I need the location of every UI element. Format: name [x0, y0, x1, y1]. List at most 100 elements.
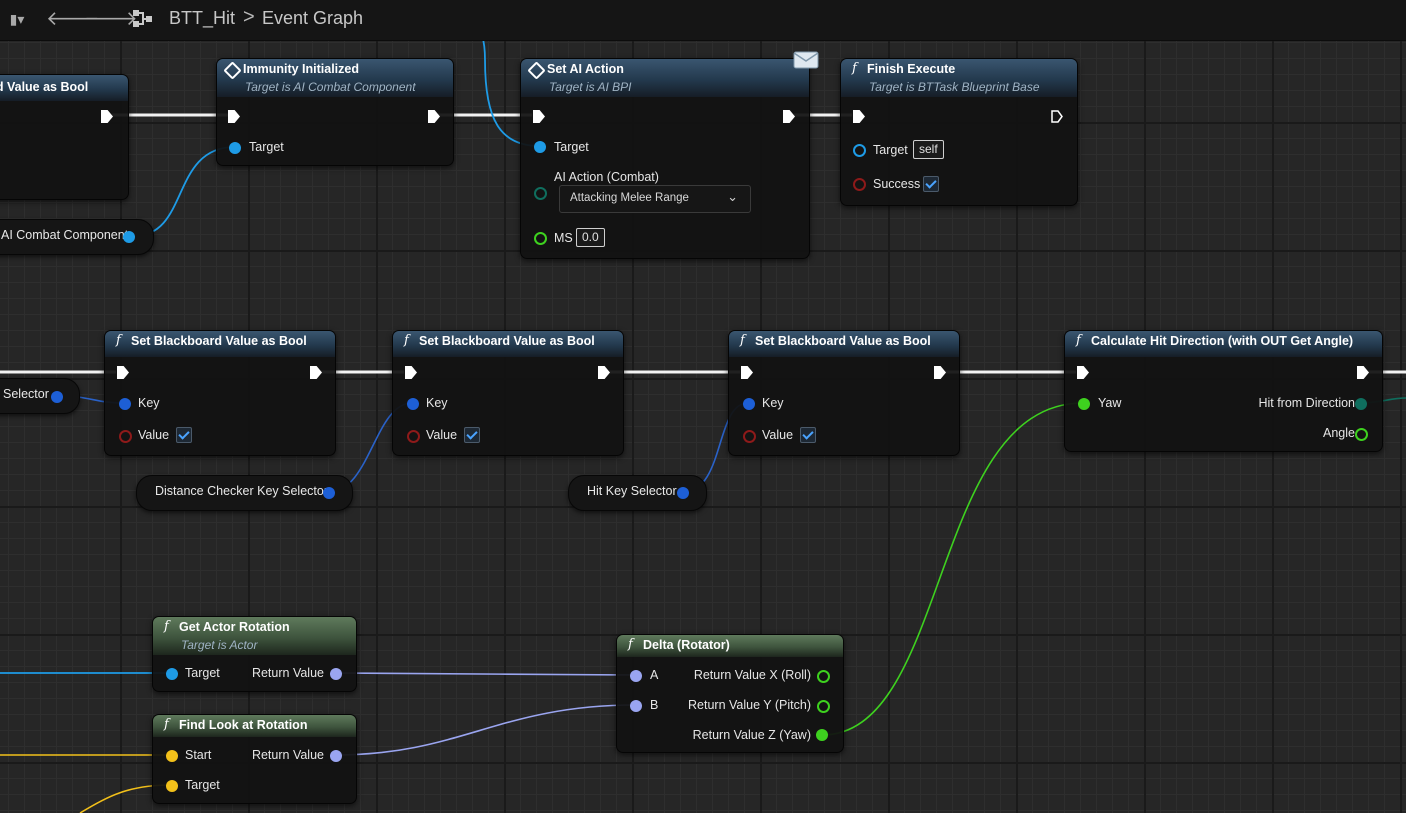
node-get-actor-rotation[interactable]: f Get Actor Rotation Target is Actor Tar…: [152, 616, 357, 692]
struct-pin[interactable]: [677, 487, 689, 499]
target-self-input[interactable]: self: [913, 140, 944, 159]
exec-out-pin[interactable]: [428, 110, 440, 123]
success-checkbox[interactable]: [923, 176, 939, 192]
key-pin[interactable]: [119, 398, 131, 410]
pin-label: Hit from Direction: [1258, 396, 1355, 410]
function-icon: f: [116, 333, 121, 348]
exec-out-pin[interactable]: [598, 366, 610, 379]
struct-pin[interactable]: [323, 487, 335, 499]
vector-pin[interactable]: [166, 750, 178, 762]
node-header: [521, 59, 809, 97]
breadcrumb-asset[interactable]: BTT_Hit: [169, 8, 236, 28]
node-header: [153, 715, 356, 737]
float-pin[interactable]: [534, 232, 547, 245]
rotator-pin[interactable]: [330, 750, 342, 762]
graph-toolbar: ▮▾ 🡐 🡒 BTT_Hit > Event Graph: [0, 0, 1406, 41]
exec-in-pin[interactable]: [741, 366, 753, 379]
var-ai-combat-component[interactable]: AI Combat Component: [0, 219, 154, 255]
ms-input[interactable]: 0.0: [576, 228, 605, 247]
node-header: [217, 59, 453, 97]
function-icon: f: [852, 61, 857, 76]
float-pin[interactable]: [1355, 428, 1368, 441]
pin-label: Success: [873, 177, 921, 191]
enum-pin[interactable]: [1355, 398, 1367, 410]
chevron-down-icon: ⌄: [727, 189, 738, 204]
target-pin[interactable]: [853, 144, 866, 157]
rotator-pin[interactable]: [630, 670, 642, 682]
float-pin[interactable]: [816, 729, 828, 741]
node-set-bb-bool-1[interactable]: f Set Blackboard Value as Bool Key Value: [104, 330, 336, 456]
exec-in-pin[interactable]: [405, 366, 417, 379]
node-finish-execute[interactable]: f Finish Execute Target is BTTask Bluepr…: [840, 58, 1078, 206]
pin-label: MS: [554, 231, 573, 245]
node-title: Set Blackboard Value as Bool: [131, 334, 307, 348]
var-hit-key-selector[interactable]: Hit Key Selector: [568, 475, 707, 511]
node-header: [729, 331, 959, 357]
var-selector[interactable]: Selector: [0, 378, 80, 414]
pin-label: Target: [873, 143, 908, 157]
node-set-bb-bool-3[interactable]: f Set Blackboard Value as Bool Key Value: [728, 330, 960, 456]
node-delta-rotator[interactable]: f Delta (Rotator) A B Return Value X (Ro…: [616, 634, 844, 753]
exec-in-pin[interactable]: [853, 110, 865, 123]
variable-label: Distance Checker Key Selector: [155, 484, 328, 498]
node-title: Set AI Action: [547, 62, 624, 76]
node-immunity-initialized[interactable]: Immunity Initialized Target is AI Combat…: [216, 58, 454, 166]
pin-label: Key: [426, 396, 448, 410]
pin-label: Key: [762, 396, 784, 410]
pin-label: Start: [185, 748, 212, 762]
struct-pin[interactable]: [51, 391, 63, 403]
node-title: Delta (Rotator): [643, 638, 730, 652]
exec-in-pin[interactable]: [1077, 366, 1089, 379]
node-title: Find Look at Rotation: [179, 718, 308, 732]
ai-action-dropdown[interactable]: Attacking Melee Range ⌄: [559, 185, 751, 213]
rotator-pin[interactable]: [630, 700, 642, 712]
graph-icon: [133, 10, 152, 27]
exec-in-pin[interactable]: [533, 110, 545, 123]
bool-pin[interactable]: [407, 430, 420, 443]
vector-pin[interactable]: [166, 780, 178, 792]
exec-out-pin[interactable]: [1051, 110, 1063, 123]
breadcrumb-graph[interactable]: Event Graph: [262, 8, 364, 28]
node-bb-bool-left[interactable]: rd Value as Bool: [0, 74, 129, 200]
key-pin[interactable]: [407, 398, 419, 410]
value-checkbox[interactable]: [800, 427, 816, 443]
key-pin[interactable]: [743, 398, 755, 410]
breadcrumb-separator: >: [243, 6, 255, 28]
variable-label: Selector: [3, 387, 49, 401]
node-calculate-hit-direction[interactable]: f Calculate Hit Direction (with OUT Get …: [1064, 330, 1383, 452]
exec-out-pin[interactable]: [783, 110, 795, 123]
target-pin[interactable]: [534, 141, 546, 153]
var-distance-checker-key-selector[interactable]: Distance Checker Key Selector: [136, 475, 353, 511]
value-checkbox[interactable]: [176, 427, 192, 443]
value-checkbox[interactable]: [464, 427, 480, 443]
exec-out-pin[interactable]: [101, 110, 113, 123]
bool-pin[interactable]: [853, 178, 866, 191]
node-title: rd Value as Bool: [0, 80, 89, 94]
pin-label: Return Value: [251, 666, 324, 680]
bool-pin[interactable]: [119, 430, 132, 443]
float-pin[interactable]: [817, 670, 830, 683]
function-icon: f: [740, 333, 745, 348]
exec-out-pin[interactable]: [1357, 366, 1369, 379]
object-pin[interactable]: [123, 231, 135, 243]
node-subtitle: Target is Actor: [181, 638, 258, 652]
bool-pin[interactable]: [743, 430, 756, 443]
enum-pin[interactable]: [534, 187, 547, 200]
float-pin[interactable]: [817, 700, 830, 713]
target-pin[interactable]: [166, 668, 178, 680]
bookmark-dropdown-icon[interactable]: ▮▾: [9, 11, 25, 27]
rotator-pin[interactable]: [330, 668, 342, 680]
arrow-right-icon[interactable]: 🡒: [84, 8, 138, 30]
float-pin[interactable]: [1078, 398, 1090, 410]
exec-in-pin[interactable]: [117, 366, 129, 379]
rotator-wire: [335, 672, 636, 676]
node-find-look-at-rotation[interactable]: f Find Look at Rotation Start Return Val…: [152, 714, 357, 804]
node-set-ai-action[interactable]: Set AI Action Target is AI BPI Target AI…: [520, 51, 819, 259]
exec-out-pin[interactable]: [934, 366, 946, 379]
target-pin[interactable]: [229, 142, 241, 154]
exec-out-pin[interactable]: [310, 366, 322, 379]
node-title: Set Blackboard Value as Bool: [755, 334, 931, 348]
arrow-left-icon[interactable]: 🡐: [46, 8, 100, 30]
node-set-bb-bool-2[interactable]: f Set Blackboard Value as Bool Key Value: [392, 330, 624, 456]
exec-in-pin[interactable]: [228, 110, 240, 123]
